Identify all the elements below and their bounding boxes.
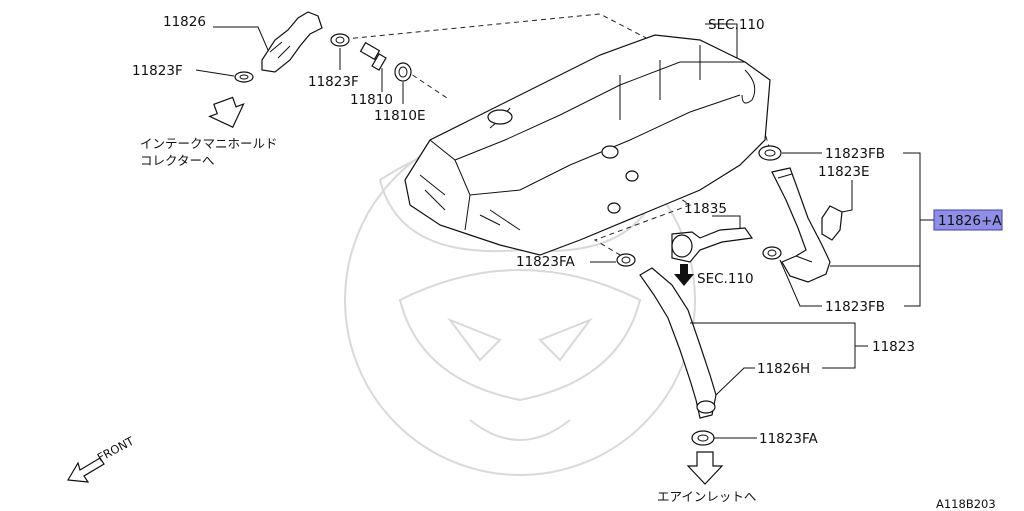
- label-sec110-top[interactable]: SEC.110: [708, 17, 765, 33]
- leader-11823: [690, 322, 868, 369]
- selected-part-highlight[interactable]: [933, 209, 1003, 231]
- label-11823F-left[interactable]: 11823F: [132, 63, 183, 79]
- label-11823E[interactable]: 11823E: [818, 164, 869, 180]
- label-front: FRONT: [95, 433, 137, 464]
- hose-11823: [639, 267, 717, 419]
- label-11826A[interactable]: 11826+A: [938, 213, 1002, 229]
- bracket-11826A: [903, 152, 921, 307]
- front-arrow-icon: [67, 457, 105, 483]
- label-11823FB-bottom[interactable]: 11823FB: [825, 299, 885, 315]
- label-11823FA-bottom[interactable]: 11823FA: [759, 431, 818, 447]
- label-11823FA-left[interactable]: 11823FA: [516, 254, 575, 270]
- label-11810[interactable]: 11810: [350, 92, 393, 108]
- clamp-11823FA-left: [616, 253, 636, 267]
- clamp-11823F-mid: [330, 33, 350, 47]
- leader-sec110-top: [705, 23, 738, 58]
- label-intake-line2: コレクターへ: [140, 153, 215, 168]
- hose-11826A: [771, 167, 831, 283]
- hose-11835: [671, 227, 754, 263]
- clamp-11823FB-top: [758, 145, 782, 161]
- ref-dash-valve: [404, 69, 451, 101]
- leader-11823F-left: [195, 69, 235, 77]
- leader-11826H: [715, 367, 755, 396]
- arrow-down-outline-icon-bottom: [686, 451, 724, 485]
- leader-11823FB-bottom: [779, 259, 822, 307]
- leader-11823E: [841, 180, 853, 213]
- label-11826H[interactable]: 11826H: [757, 361, 810, 377]
- clamp-11823FA-bottom: [691, 430, 715, 446]
- label-11823FB-top[interactable]: 11823FB: [825, 146, 885, 162]
- arrow-down-outline-icon: [208, 96, 245, 128]
- label-intake-line1: インテークマニホールド: [140, 136, 278, 151]
- label-11826-top[interactable]: 11826: [163, 14, 206, 30]
- arrow-down-solid-icon: [674, 264, 694, 286]
- ref-dash-top: [334, 13, 651, 41]
- clamp-11823F-left: [234, 71, 254, 83]
- fitting-11823E: [821, 205, 843, 241]
- label-air-inlet: エアインレットへ: [657, 489, 756, 504]
- diagram-code: A118B203: [936, 497, 996, 511]
- leader-11835: [712, 215, 741, 228]
- label-11810E[interactable]: 11810E: [374, 108, 425, 124]
- label-11823F-mid[interactable]: 11823F: [308, 74, 359, 90]
- grommet-11810E: [394, 62, 412, 82]
- label-sec110-arrow[interactable]: SEC.110: [697, 271, 754, 287]
- leader-11826-top: [213, 26, 269, 51]
- label-11835[interactable]: 11835: [684, 201, 727, 217]
- intake-manifold-drawing: [404, 34, 771, 256]
- pcv-valve-11810: [359, 41, 387, 71]
- label-11823[interactable]: 11823: [872, 339, 915, 355]
- hose-11826-top: [261, 11, 323, 73]
- clamp-11823FB-bottom: [762, 246, 782, 260]
